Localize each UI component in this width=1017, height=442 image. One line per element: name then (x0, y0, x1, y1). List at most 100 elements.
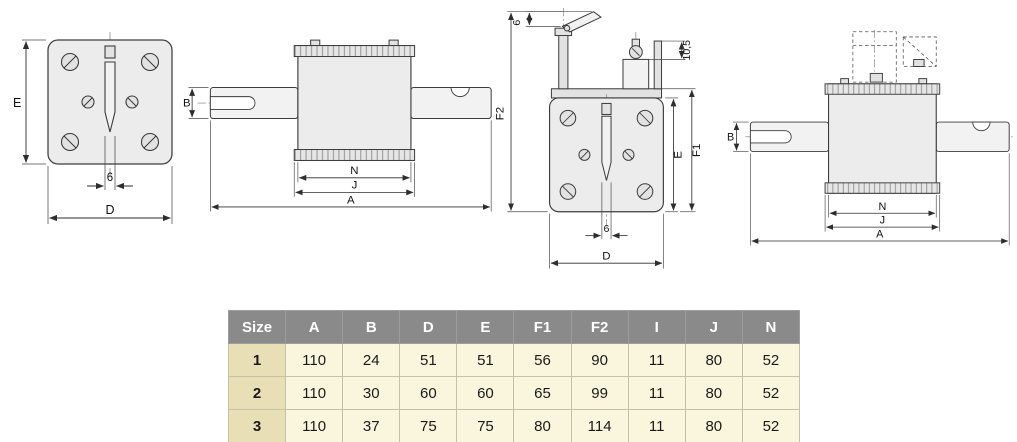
indicator-blade (601, 115, 612, 181)
corner-screws (60, 52, 160, 152)
cell: 51 (399, 343, 458, 377)
top-end-cap (824, 83, 941, 95)
dim-label-e: E (13, 96, 21, 110)
cell: 99 (570, 376, 629, 410)
table-header-i: I (627, 310, 686, 344)
dim-label-e: E (673, 151, 685, 159)
fuse-body (828, 83, 937, 194)
dim-label-f2: F2 (495, 107, 507, 120)
dim-A: A (750, 153, 1010, 246)
drawing-front-view: E 6 D (13, 32, 173, 224)
cell: 110 (285, 343, 344, 377)
cell: 80 (684, 343, 743, 377)
cell: 110 (285, 409, 344, 442)
cell: 80 (684, 409, 743, 442)
table-header-n: N (741, 310, 801, 344)
dim-J: J (824, 195, 941, 232)
dim-label-n: N (350, 165, 358, 177)
cell: 11 (627, 409, 686, 442)
dim-6: 6 (87, 136, 133, 190)
cell: 90 (570, 343, 629, 377)
dim-F2: F2 (495, 11, 563, 213)
cell: 56 (513, 343, 572, 377)
dim-label-d: D (602, 250, 610, 262)
cell: 60 (399, 376, 458, 410)
cell-size: 2 (227, 376, 287, 410)
table-header-j: J (684, 310, 743, 344)
indicator-blade (104, 61, 116, 133)
table-header-f2: F2 (570, 310, 629, 344)
dim-label-a: A (876, 229, 884, 241)
table-row: 3 110 37 75 75 80 114 11 80 52 (227, 409, 801, 442)
dim-label-10-5: 10,5 (681, 40, 693, 61)
dim-E: E (665, 97, 685, 213)
corner-screws (559, 109, 654, 200)
top-tab (840, 78, 850, 85)
striker (104, 45, 116, 59)
cell: 114 (570, 409, 629, 442)
cell: 51 (456, 343, 515, 377)
table-row: 2 110 30 60 60 65 99 11 80 52 (227, 376, 801, 410)
dim-D: D (549, 213, 664, 269)
bottom-end-cap (824, 182, 941, 194)
dim-10-5: 10,5 (648, 40, 693, 61)
dim-label-6: 6 (107, 172, 113, 184)
dim-F1: F1 (661, 88, 703, 213)
cell: 30 (342, 376, 401, 410)
cell: 11 (627, 376, 686, 410)
cell: 11 (627, 343, 686, 377)
blade-slot (749, 130, 792, 144)
blade-notch (972, 121, 991, 132)
dimensions-table: Size A B D E F1 F2 I J N 1 110 24 51 51 … (227, 310, 801, 442)
dim-label-6-top: 6 (511, 20, 523, 26)
dim-label-d: D (105, 203, 114, 217)
dim-D: D (47, 166, 173, 224)
cell-size: 1 (227, 343, 287, 377)
dim-label-n: N (878, 201, 886, 213)
drawing-side-view: B N J A (183, 39, 492, 212)
table-header-f1: F1 (513, 310, 572, 344)
blade-notch (450, 87, 470, 98)
dim-label-a: A (347, 194, 355, 206)
fuse-body (297, 45, 412, 162)
table-header-a: A (285, 310, 344, 344)
cell: 52 (741, 409, 801, 442)
blade-slot (209, 96, 256, 110)
cell: 52 (741, 376, 801, 410)
right-blade (935, 121, 1010, 153)
cell: 65 (513, 376, 572, 410)
right-blade (410, 87, 492, 120)
cell: 110 (285, 376, 344, 410)
cell: 75 (399, 409, 458, 442)
drawing-front-view-indicator: 6 10,5 F2 E (495, 8, 703, 269)
dim-label-b: B (183, 98, 191, 110)
table-header-d: D (399, 310, 458, 344)
dim-J: J (293, 162, 415, 197)
dim-6-bottom: 6 (585, 182, 628, 240)
top-tab (918, 78, 928, 85)
dim-label-6-bottom: 6 (604, 223, 610, 235)
cell: 80 (513, 409, 572, 442)
switch-assembly-hidden-lines (852, 30, 937, 83)
cell: 52 (741, 343, 801, 377)
dim-label-j: J (352, 180, 358, 192)
dim-E: E (13, 39, 46, 165)
table-header-row: Size A B D E F1 F2 I J N (227, 310, 801, 344)
switch-assembly (550, 11, 663, 99)
dim-B: B (727, 121, 749, 152)
dim-A: A (210, 120, 492, 212)
dim-N: N (828, 195, 937, 218)
cell: 60 (456, 376, 515, 410)
top-end-cap (293, 45, 416, 58)
bottom-end-cap (293, 149, 416, 161)
dim-N: N (297, 162, 412, 183)
table-header-b: B (342, 310, 401, 344)
cell-size: 3 (227, 409, 287, 442)
table-header-size: Size (227, 310, 287, 344)
dim-label-f1: F1 (691, 144, 703, 157)
cell: 24 (342, 343, 401, 377)
dim-B: B (183, 87, 209, 119)
striker (601, 102, 612, 115)
dim-label-j: J (880, 215, 885, 227)
